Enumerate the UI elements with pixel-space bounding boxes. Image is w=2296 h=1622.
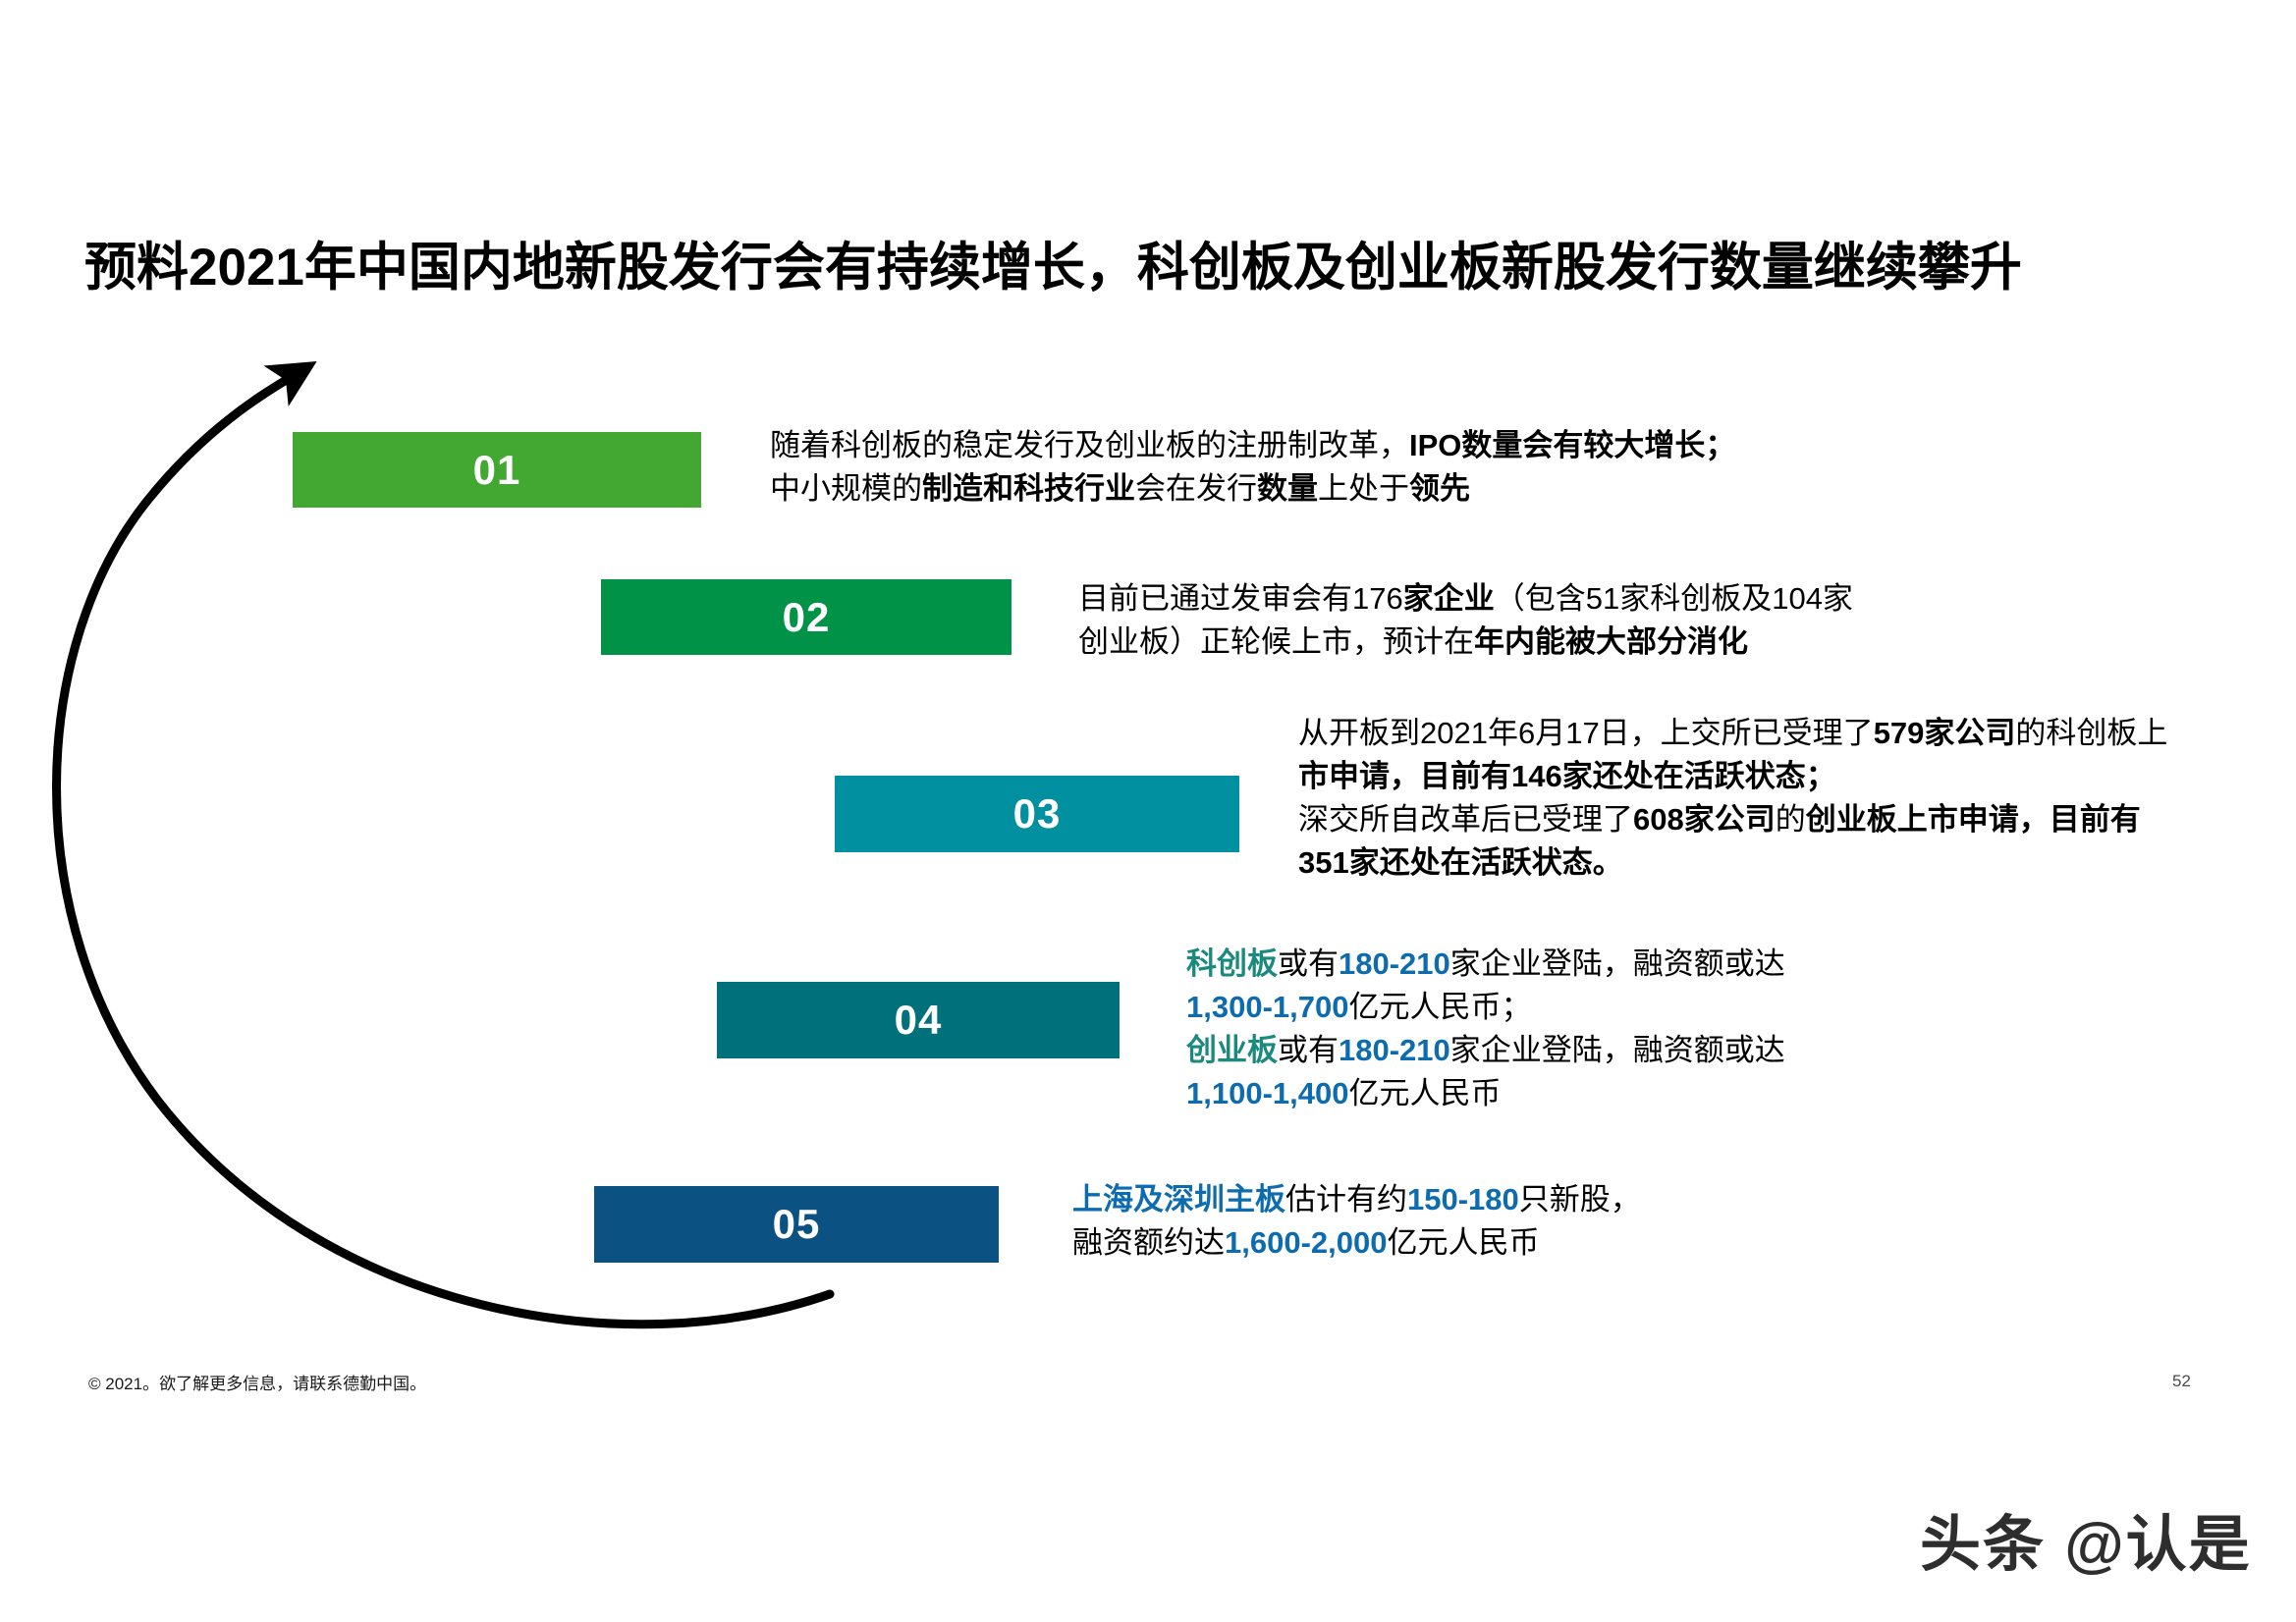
text-segment-bold: 数量 <box>1257 471 1318 507</box>
text-segment-accent-green: 科创板 <box>1186 946 1278 981</box>
text-segment: 家企业登陆，融资额或达 <box>1449 1033 1785 1068</box>
text-segment: 的科创板上 <box>2015 716 2168 750</box>
text-segment-accent-blue: 1,100-1,400 <box>1186 1076 1349 1111</box>
text-segment-accent-blue: 180-210 <box>1339 1033 1450 1068</box>
step-description-line: 深交所自改革后已受理了608家公司的创业板上市申请，目前有 <box>1298 798 2167 841</box>
step-description-line: 目前已通过发审会有176家企业（包含51家科创板及104家 <box>1078 577 1853 621</box>
step-number-label-01: 01 <box>472 446 521 493</box>
step-description-line: 上海及深圳主板估计有约150-180只新股， <box>1072 1178 1641 1221</box>
text-segment-bold: 146家还处在活跃状态； <box>1511 759 1836 794</box>
text-segment-accent-blue: 150-180 <box>1407 1182 1519 1216</box>
step-description-line: 创业板或有180-210家企业登陆，融资额或达 <box>1186 1029 1785 1072</box>
step-description-line: 科创板或有180-210家企业登陆，融资额或达 <box>1186 943 1785 986</box>
text-segment: 中小规模的 <box>770 471 922 507</box>
text-segment: 或有 <box>1278 1033 1339 1068</box>
step-number-box-01[interactable]: 01 <box>293 432 701 508</box>
page-number: 52 <box>2172 1372 2191 1390</box>
text-segment: （包含51家科创板及104家 <box>1494 581 1853 616</box>
step-description-line: 1,300-1,700亿元人民币； <box>1186 986 1785 1029</box>
circular-arrow-path <box>52 361 835 1329</box>
text-segment: 随着科创板的稳定发行及创业板的注册制改革， <box>770 428 1409 462</box>
text-segment-accent-blue: 1,300-1,700 <box>1186 990 1349 1025</box>
text-segment: 亿元人民币 <box>1387 1225 1540 1261</box>
step-description-line: 融资额约达1,600-2,000亿元人民币 <box>1072 1221 1641 1265</box>
step-description-03: 从开板到2021年6月17日，上交所已受理了579家公司的科创板上 市申请，目前… <box>1298 712 2167 885</box>
step-number-label-04: 04 <box>894 997 943 1043</box>
step-number-box-04[interactable]: 04 <box>717 982 1120 1058</box>
text-segment: 从开板到2021年6月17日，上交所已受理了 <box>1298 716 1874 750</box>
step-number-label-03: 03 <box>1012 790 1062 837</box>
text-segment: 的 <box>1775 802 1806 838</box>
copyright-note: © 2021。欲了解更多信息，请联系德勤中国。 <box>88 1375 427 1393</box>
text-segment-bold: 市申请，目前有 <box>1298 759 1511 794</box>
text-segment: 深交所自改革后已受理了 <box>1298 802 1633 838</box>
text-segment-bold: 608家公司 <box>1633 802 1776 838</box>
text-segment: 目前已通过发审会有176 <box>1078 581 1403 616</box>
text-segment: 估计有约 <box>1285 1182 1407 1216</box>
step-number-box-02[interactable]: 02 <box>601 579 1011 655</box>
step-number-box-03[interactable]: 03 <box>835 776 1239 852</box>
step-number-label-05: 05 <box>772 1201 821 1247</box>
step-description-line: 1,100-1,400亿元人民币 <box>1186 1072 1785 1115</box>
step-number-label-02: 02 <box>782 593 831 640</box>
step-description-line: 创业板）正轮候上市，预计在年内能被大部分消化 <box>1078 621 1853 664</box>
step-number-box-05[interactable]: 05 <box>594 1186 999 1263</box>
text-segment-bold: 年内能被大部分消化 <box>1474 624 1748 660</box>
watermark: 头条 @认是 <box>1920 1511 2252 1579</box>
text-segment-bold: IPO数量会有较大增长； <box>1409 428 1736 462</box>
text-segment: 创业板）正轮候上市，预计在 <box>1078 624 1474 660</box>
text-segment: 亿元人民币 <box>1348 1076 1502 1111</box>
text-segment-accent-blue: 180-210 <box>1339 946 1450 981</box>
text-segment-bold: 制造和科技行业 <box>922 471 1135 507</box>
page-title: 预料2021年中国内地新股发行会有持续增长，科创板及创业板新股发行数量继续攀升 <box>84 239 2022 297</box>
text-segment-bold: 创业板上市申请，目前有 <box>1805 802 2141 838</box>
text-segment: 上处于 <box>1318 471 1409 507</box>
text-segment: 或有 <box>1278 946 1339 981</box>
text-segment-accent-green: 创业板 <box>1186 1033 1278 1068</box>
text-segment: 融资额约达 <box>1072 1225 1225 1261</box>
text-segment-bold: 家企业 <box>1402 581 1495 616</box>
step-description-line: 中小规模的制造和科技行业会在发行数量上处于领先 <box>770 467 1735 511</box>
text-segment: 只新股， <box>1518 1182 1641 1216</box>
text-segment-bold: 351家还处在活跃状态。 <box>1298 845 1623 881</box>
text-segment: 亿元人民币； <box>1348 990 1532 1025</box>
text-segment-bold: 领先 <box>1409 471 1470 507</box>
step-description-01: 随着科创板的稳定发行及创业板的注册制改革，IPO数量会有较大增长； 中小规模的制… <box>770 424 1735 511</box>
text-segment-accent-blue: 1,600-2,000 <box>1225 1225 1388 1261</box>
step-description-04: 科创板或有180-210家企业登陆，融资额或达 1,300-1,700亿元人民币… <box>1186 943 1785 1115</box>
text-segment-accent-blue: 上海及深圳主板 <box>1072 1182 1285 1216</box>
step-description-02: 目前已通过发审会有176家企业（包含51家科创板及104家 创业板）正轮候上市，… <box>1078 577 1853 664</box>
step-description-05: 上海及深圳主板估计有约150-180只新股， 融资额约达1,600-2,000亿… <box>1072 1178 1641 1265</box>
step-description-line: 市申请，目前有146家还处在活跃状态； <box>1298 755 2167 798</box>
text-segment-bold: 579家公司 <box>1873 716 2016 750</box>
text-segment: 家企业登陆，融资额或达 <box>1449 946 1785 981</box>
step-description-line: 随着科创板的稳定发行及创业板的注册制改革，IPO数量会有较大增长； <box>770 424 1735 467</box>
step-description-line: 从开板到2021年6月17日，上交所已受理了579家公司的科创板上 <box>1298 712 2167 755</box>
step-description-line: 351家还处在活跃状态。 <box>1298 841 2167 885</box>
text-segment: 会在发行 <box>1135 471 1257 507</box>
